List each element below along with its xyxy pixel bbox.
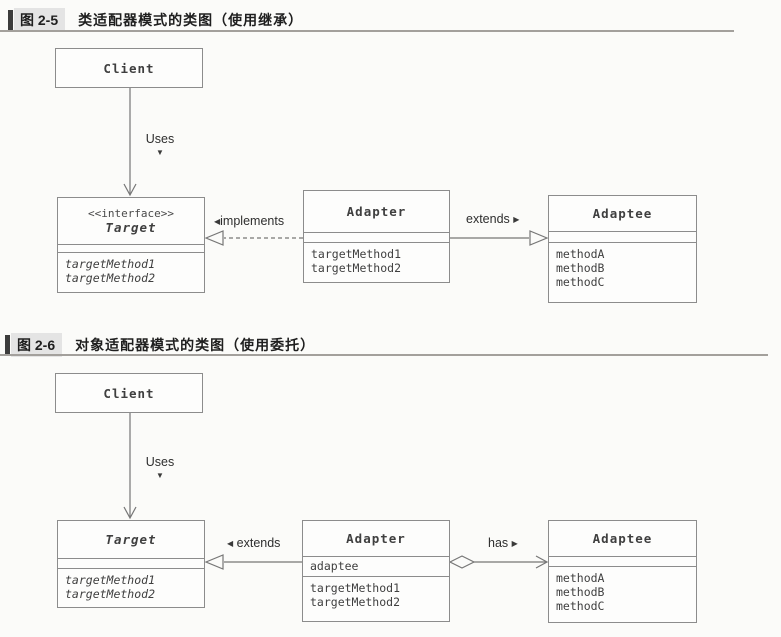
method-entry: methodB (556, 585, 605, 599)
extends-arrow (204, 554, 302, 570)
method-entry: targetMethod1 (65, 257, 156, 271)
class-box-client: Client (55, 373, 203, 413)
figure-2-6-caption: 图 2-6 对象适配器模式的类图（使用委托） (5, 332, 316, 357)
extends-label: ◀ extends (227, 536, 280, 550)
method-entry: targetMethod2 (65, 271, 156, 285)
method-entry: targetMethod1 (65, 573, 156, 587)
extends-label: extends ▶ (466, 212, 519, 226)
method-entry: methodA (556, 247, 605, 261)
figure-number: 图 2-6 (11, 332, 63, 357)
methods-compartment: methodA methodB methodC (549, 567, 696, 622)
attributes-compartment-empty (549, 557, 696, 567)
extends-direction-icon: ◀ (227, 539, 234, 548)
has-label-text: has (488, 536, 509, 550)
extends-label-text: extends (466, 212, 510, 226)
implements-label-text: implements (220, 214, 285, 228)
method-entry: targetMethod2 (310, 595, 401, 609)
extends-label-text: extends (236, 536, 281, 550)
interface-stereotype: <<interface>> (87, 207, 175, 220)
attribute-entry: adaptee (310, 559, 359, 573)
uses-label-text: Uses (145, 132, 175, 146)
class-name-target: Target (105, 220, 157, 235)
method-entry: targetMethod2 (311, 261, 402, 275)
class-box-adaptee: Adaptee methodA methodB methodC (548, 520, 697, 623)
implements-direction-icon: ◀ (214, 217, 221, 226)
figure-2-5-caption: 图 2-5 类适配器模式的类图（使用继承） (8, 7, 304, 32)
extends-arrow (450, 230, 549, 246)
figure-number: 图 2-5 (14, 7, 66, 32)
class-box-adapter: Adapter targetMethod1 targetMethod2 (303, 190, 450, 283)
attributes-compartment: adaptee (303, 557, 449, 577)
class-name-adaptee: Adaptee (592, 206, 653, 221)
class-name-adapter: Adapter (346, 204, 407, 219)
class-name-client: Client (103, 385, 155, 401)
figure-title: 对象适配器模式的类图（使用委托） (75, 336, 316, 353)
uses-label-text: Uses (145, 455, 175, 469)
class-name-adapter: Adapter (346, 531, 406, 546)
attributes-compartment-empty (58, 559, 204, 569)
extends-direction-icon: ▶ (513, 215, 520, 224)
uses-arrow (123, 413, 137, 520)
method-entry: methodA (556, 571, 605, 585)
caption-bar-icon (8, 9, 13, 30)
has-direction-icon: ▶ (511, 539, 518, 548)
class-box-client: Client (55, 48, 203, 88)
methods-compartment: targetMethod1 targetMethod2 (304, 243, 449, 282)
has-label: has ▶ (488, 536, 518, 550)
method-entry: methodB (556, 261, 605, 275)
uses-label: Uses ▼ (140, 133, 180, 159)
methods-compartment: targetMethod1 targetMethod2 (58, 569, 204, 607)
figure-title: 类适配器模式的类图（使用继承） (78, 11, 304, 28)
uses-direction-icon: ▼ (156, 148, 164, 157)
methods-compartment: targetMethod1 targetMethod2 (58, 253, 204, 292)
caption-bar-icon (5, 334, 10, 355)
uses-direction-icon: ▼ (156, 471, 164, 480)
class-box-target: <<interface>> Target targetMethod1 targe… (57, 197, 205, 293)
class-name-client: Client (103, 60, 155, 76)
caption-rule (0, 30, 734, 32)
method-entry: targetMethod1 (311, 247, 402, 261)
method-entry: targetMethod1 (310, 581, 401, 595)
method-entry: targetMethod2 (65, 587, 156, 601)
methods-compartment: methodA methodB methodC (549, 243, 696, 302)
method-entry: methodC (556, 599, 605, 613)
implements-label: ◀implements (214, 214, 284, 228)
class-box-adaptee: Adaptee methodA methodB methodC (548, 195, 697, 303)
implements-arrow (204, 230, 303, 246)
figure-2-5-connectors (123, 88, 549, 246)
class-box-adapter: Adapter adaptee targetMethod1 targetMeth… (302, 520, 450, 622)
uses-arrow (123, 88, 137, 197)
uses-label: Uses ▼ (140, 456, 180, 482)
figure-2-6-connectors (123, 413, 549, 570)
methods-compartment: targetMethod1 targetMethod2 (303, 577, 449, 621)
class-name-target: Target (105, 532, 157, 547)
method-entry: methodC (556, 275, 605, 289)
class-name-adaptee: Adaptee (592, 531, 653, 546)
attributes-compartment-empty (304, 233, 449, 243)
attributes-compartment-empty (549, 232, 696, 243)
class-box-target: Target targetMethod1 targetMethod2 (57, 520, 205, 608)
caption-rule (0, 354, 768, 356)
attributes-compartment-empty (58, 245, 204, 253)
has-arrow (448, 555, 549, 569)
